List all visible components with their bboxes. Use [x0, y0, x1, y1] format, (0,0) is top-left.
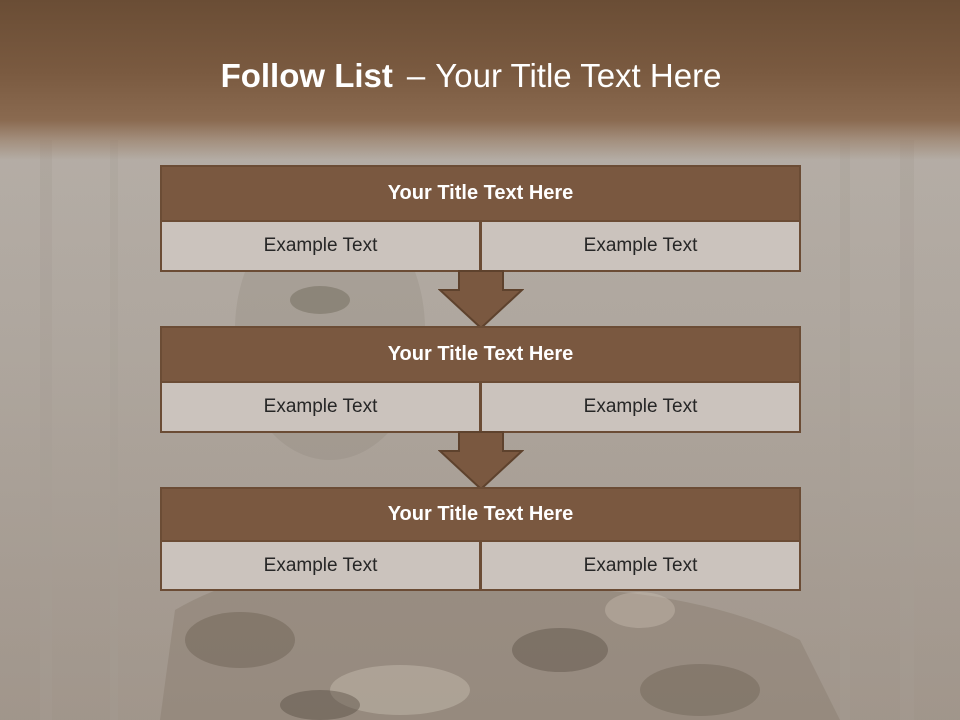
- block-cell-right: Example Text: [481, 542, 801, 591]
- list-block-1: Your Title Text Here Example Text Exampl…: [160, 165, 801, 272]
- slide-title-rest: Your Title Text Here: [435, 57, 722, 94]
- block-cell-left: Example Text: [160, 542, 481, 591]
- down-arrow-icon: [438, 431, 524, 491]
- block-cell-right: Example Text: [481, 383, 801, 433]
- block-cell-left: Example Text: [160, 383, 481, 433]
- list-block-3: Your Title Text Here Example Text Exampl…: [160, 487, 801, 591]
- slide-title: Follow List–Your Title Text Here: [0, 54, 942, 98]
- block-cell-right: Example Text: [481, 222, 801, 272]
- list-block-2: Your Title Text Here Example Text Exampl…: [160, 326, 801, 433]
- block-title: Your Title Text Here: [160, 487, 801, 542]
- down-arrow-icon: [438, 270, 524, 330]
- block-title: Your Title Text Here: [160, 165, 801, 222]
- slide-title-separator: –: [406, 57, 426, 94]
- block-row: Example Text Example Text: [160, 222, 801, 272]
- block-row: Example Text Example Text: [160, 542, 801, 591]
- slide-title-bold: Follow List: [220, 57, 393, 94]
- title-band: [0, 0, 960, 160]
- block-title: Your Title Text Here: [160, 326, 801, 383]
- block-row: Example Text Example Text: [160, 383, 801, 433]
- block-cell-left: Example Text: [160, 222, 481, 272]
